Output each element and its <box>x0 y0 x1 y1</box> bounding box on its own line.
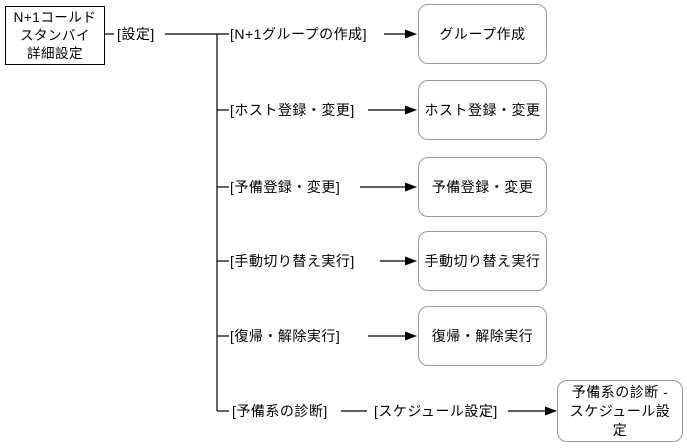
menu-label-create-group: [N+1グループの作成] <box>230 24 368 44</box>
screen-node-label: グループ作成 <box>439 25 526 42</box>
screen-node-spare-diagnosis-schedule: 予備系の診断 - スケジュール設定 <box>557 380 683 442</box>
root-node: N+1コールド スタンバイ 詳細設定 <box>5 6 105 65</box>
menu-label-settings: [設定] <box>117 24 155 44</box>
screen-node-host-register: ホスト登録・変更 <box>418 80 547 140</box>
arrow-head <box>545 406 557 416</box>
menu-label-spare-diagnosis: [予備系の診断] <box>232 401 328 421</box>
screen-node-manual-switch: 手動切り替え実行 <box>418 231 547 291</box>
screen-node-label: ホスト登録・変更 <box>424 101 541 118</box>
arrow-head <box>405 182 417 192</box>
arrow-head <box>405 29 417 39</box>
screen-node-label: 予備登録・変更 <box>431 178 534 195</box>
screen-node-label: 予備系の診断 - スケジュール設定 <box>569 383 671 438</box>
arrow-head <box>405 105 417 115</box>
screen-node-label: 復帰・解除実行 <box>431 327 534 344</box>
arrow-head <box>405 331 417 341</box>
screen-node-restore-release: 復帰・解除実行 <box>418 306 547 366</box>
screen-node-spare-register: 予備登録・変更 <box>418 157 547 217</box>
menu-label-manual-switch: [手動切り替え実行] <box>230 251 355 271</box>
menu-label-schedule-setting: [スケジュール設定] <box>374 401 498 421</box>
screen-node-label: 手動切り替え実行 <box>424 252 541 269</box>
root-node-line: 詳細設定 <box>27 45 83 61</box>
menu-label-host-register: [ホスト登録・変更] <box>230 100 355 120</box>
menu-label-spare-register: [予備登録・変更] <box>230 177 341 197</box>
menu-label-restore-release: [復帰・解除実行] <box>230 326 341 346</box>
root-node-line: N+1コールド <box>13 9 97 25</box>
screen-node-create-group: グループ作成 <box>418 4 547 64</box>
arrow-head <box>405 256 417 266</box>
root-node-line: スタンバイ <box>20 27 90 43</box>
